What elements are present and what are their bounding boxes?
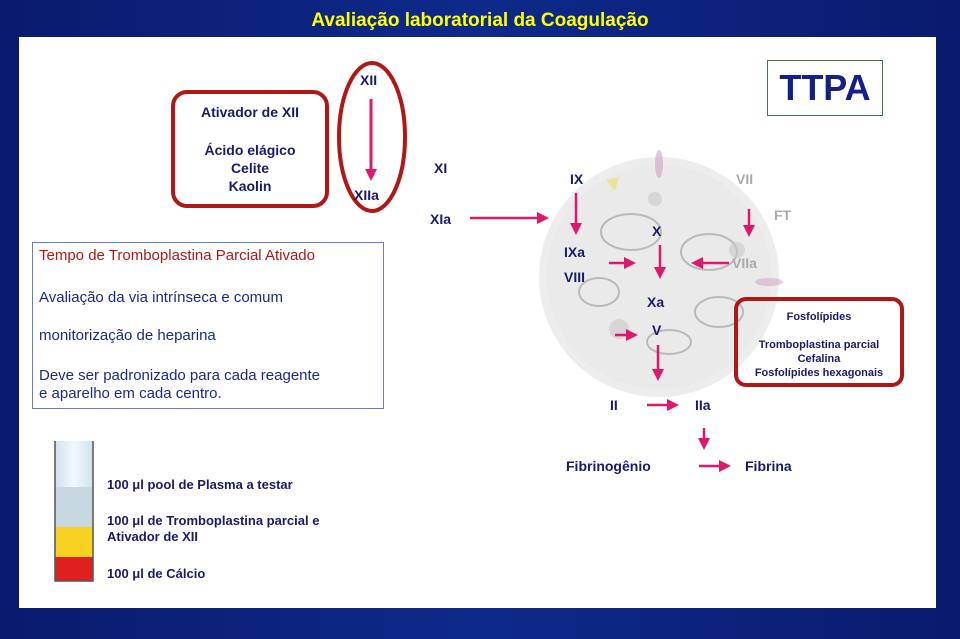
factor-v: V: [652, 322, 662, 338]
info-line: e aparelho em cada centro.: [39, 385, 222, 402]
plasma-layer: [55, 487, 93, 527]
factor-iia: IIa: [695, 397, 711, 413]
phospholipid-item: Cefalina: [797, 353, 841, 365]
reagent-layer: [55, 527, 93, 557]
slide-title: Avaliação laboratorial da Coagulação: [311, 10, 649, 31]
activator-item: Ácido elágico: [204, 142, 296, 158]
factor-ii: II: [610, 397, 618, 413]
factor-viia: VIIa: [732, 255, 757, 271]
test-tube: [54, 441, 94, 582]
xii-oval: [337, 61, 407, 213]
factor-vii: VII: [736, 171, 754, 187]
ttpa-badge: TTPA: [767, 60, 883, 116]
phospholipid-item: Tromboplastina parcial: [758, 339, 880, 351]
factor-xii: XII: [360, 72, 378, 88]
phospholipid-item: Fosfolípides hexagonais: [754, 367, 884, 379]
tube-layer-label: 100 μl pool de Plasma a testar: [107, 477, 293, 492]
tube-layer-label: 100 μl de Cálcio: [107, 566, 206, 581]
tube-layer-label: Ativador de XII: [107, 529, 199, 544]
activator-title: Ativador de XII: [200, 104, 300, 120]
activator-item: Kaolin: [228, 178, 272, 194]
activator-box: Ativador de XII Ácido elágico Celite Kao…: [171, 90, 329, 208]
factor-xiia: XIIa: [354, 187, 379, 203]
phospholipid-title: Fosfolípides: [786, 311, 852, 323]
info-line: monitorização de heparina: [39, 327, 216, 344]
info-box: Tempo de Tromboplastina Parcial Ativado …: [32, 242, 384, 409]
factor-viii: VIII: [564, 269, 586, 285]
calcium-layer: [55, 557, 93, 581]
info-heading: Tempo de Tromboplastina Parcial Ativado: [39, 247, 315, 264]
tube-layer-label: 100 μl de Tromboplastina parcial e: [107, 513, 320, 528]
factor-ix: IX: [570, 171, 584, 187]
info-line: Deve ser padronizado para cada reagente: [39, 367, 321, 384]
factor-ixa: IXa: [564, 244, 586, 260]
cascade-arrows: [470, 193, 755, 472]
factor-ft: FT: [774, 207, 792, 223]
fibrinogen-label: Fibrinogênio: [566, 458, 651, 474]
fibrin-label: Fibrina: [745, 458, 792, 474]
phospholipid-box: Fosfolípides Tromboplastina parcial Cefa…: [734, 297, 904, 387]
factor-xi: XI: [434, 160, 448, 176]
activator-item: Celite: [230, 160, 270, 176]
factor-x: X: [652, 223, 662, 239]
info-line: Avaliação da via intrínseca e comum: [39, 289, 284, 306]
factor-xia: XIa: [430, 211, 452, 227]
factor-xa: Xa: [647, 294, 665, 310]
slide-content: TTPA Ativador de XII Ácido elágico Celit…: [19, 37, 936, 608]
